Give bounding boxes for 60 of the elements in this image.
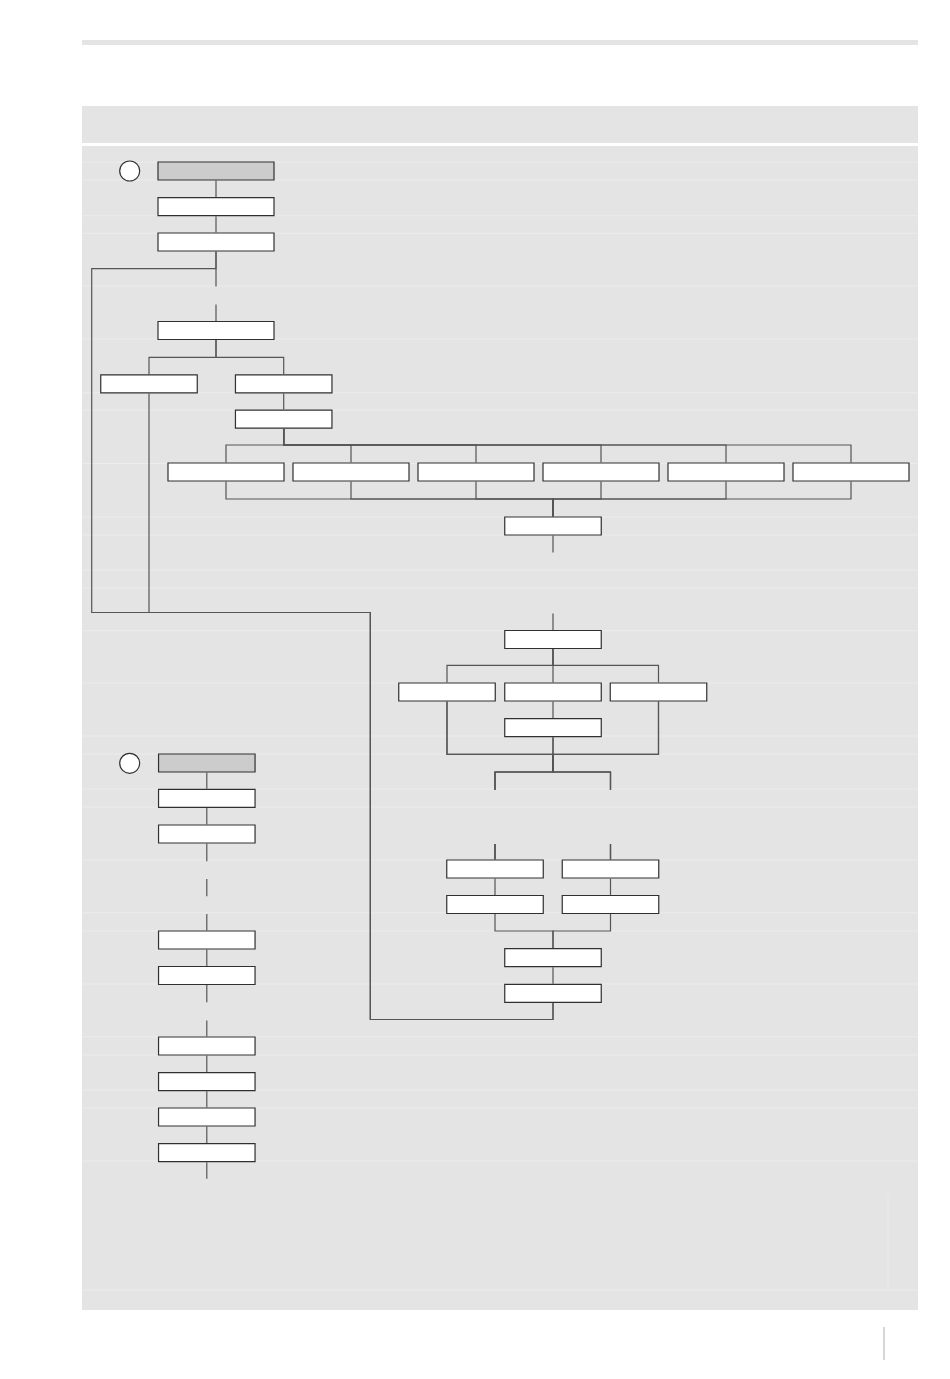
blank-box [504,983,602,1003]
blank-box [504,718,602,738]
blank-box [157,824,256,844]
connector-line [552,648,660,683]
blank-box [561,894,660,915]
blank-box [157,788,256,808]
connector-line [494,878,496,896]
blank-box [157,1072,256,1092]
blank-box [446,859,544,879]
connector-line [206,1161,208,1180]
blank-box [504,682,602,702]
connector-line [552,701,660,860]
blank-box [504,948,602,968]
connector-line [148,392,554,1021]
connector-line [206,1126,208,1144]
blank-box [100,374,198,394]
blank-box [234,409,333,429]
blank-box [157,965,256,986]
blank-box [542,462,660,482]
blank-box [157,1036,256,1056]
blank-box [417,462,535,482]
connector-line [206,949,208,967]
connector-line [215,339,285,375]
blank-box [157,1107,256,1127]
blank-circle [119,160,141,182]
connector-line [206,1090,208,1108]
blank-box [157,232,275,252]
connector-line [283,428,852,463]
connector-line [206,843,208,931]
connector-line [552,966,554,985]
connector-line [206,772,208,790]
blank-box [667,462,785,482]
connector-line [552,481,852,517]
blank-box [446,894,544,915]
connector-line [609,878,612,896]
blank-circle [119,752,141,774]
blank-box [561,859,660,879]
connector-line [552,701,554,719]
blank-box [504,516,602,536]
blank-box [398,682,496,702]
connector-line [206,1055,208,1073]
blank-box [157,1143,256,1163]
connector-line [283,392,285,411]
blank-box [157,320,275,341]
shaded-box [157,753,256,773]
shaded-box [157,161,275,181]
connector-line [206,807,208,825]
connector-line [206,984,208,1037]
connector-line [215,180,217,198]
blank-box [157,930,256,950]
blank-box [157,197,275,217]
blank-box [792,462,910,482]
connector-line [552,535,554,631]
blank-box [167,462,285,482]
connector-line [215,215,217,233]
blank-box [234,374,333,394]
blank-box [504,629,602,650]
blank-box [292,462,410,482]
blank-box [609,682,708,702]
connector-line [552,913,612,949]
